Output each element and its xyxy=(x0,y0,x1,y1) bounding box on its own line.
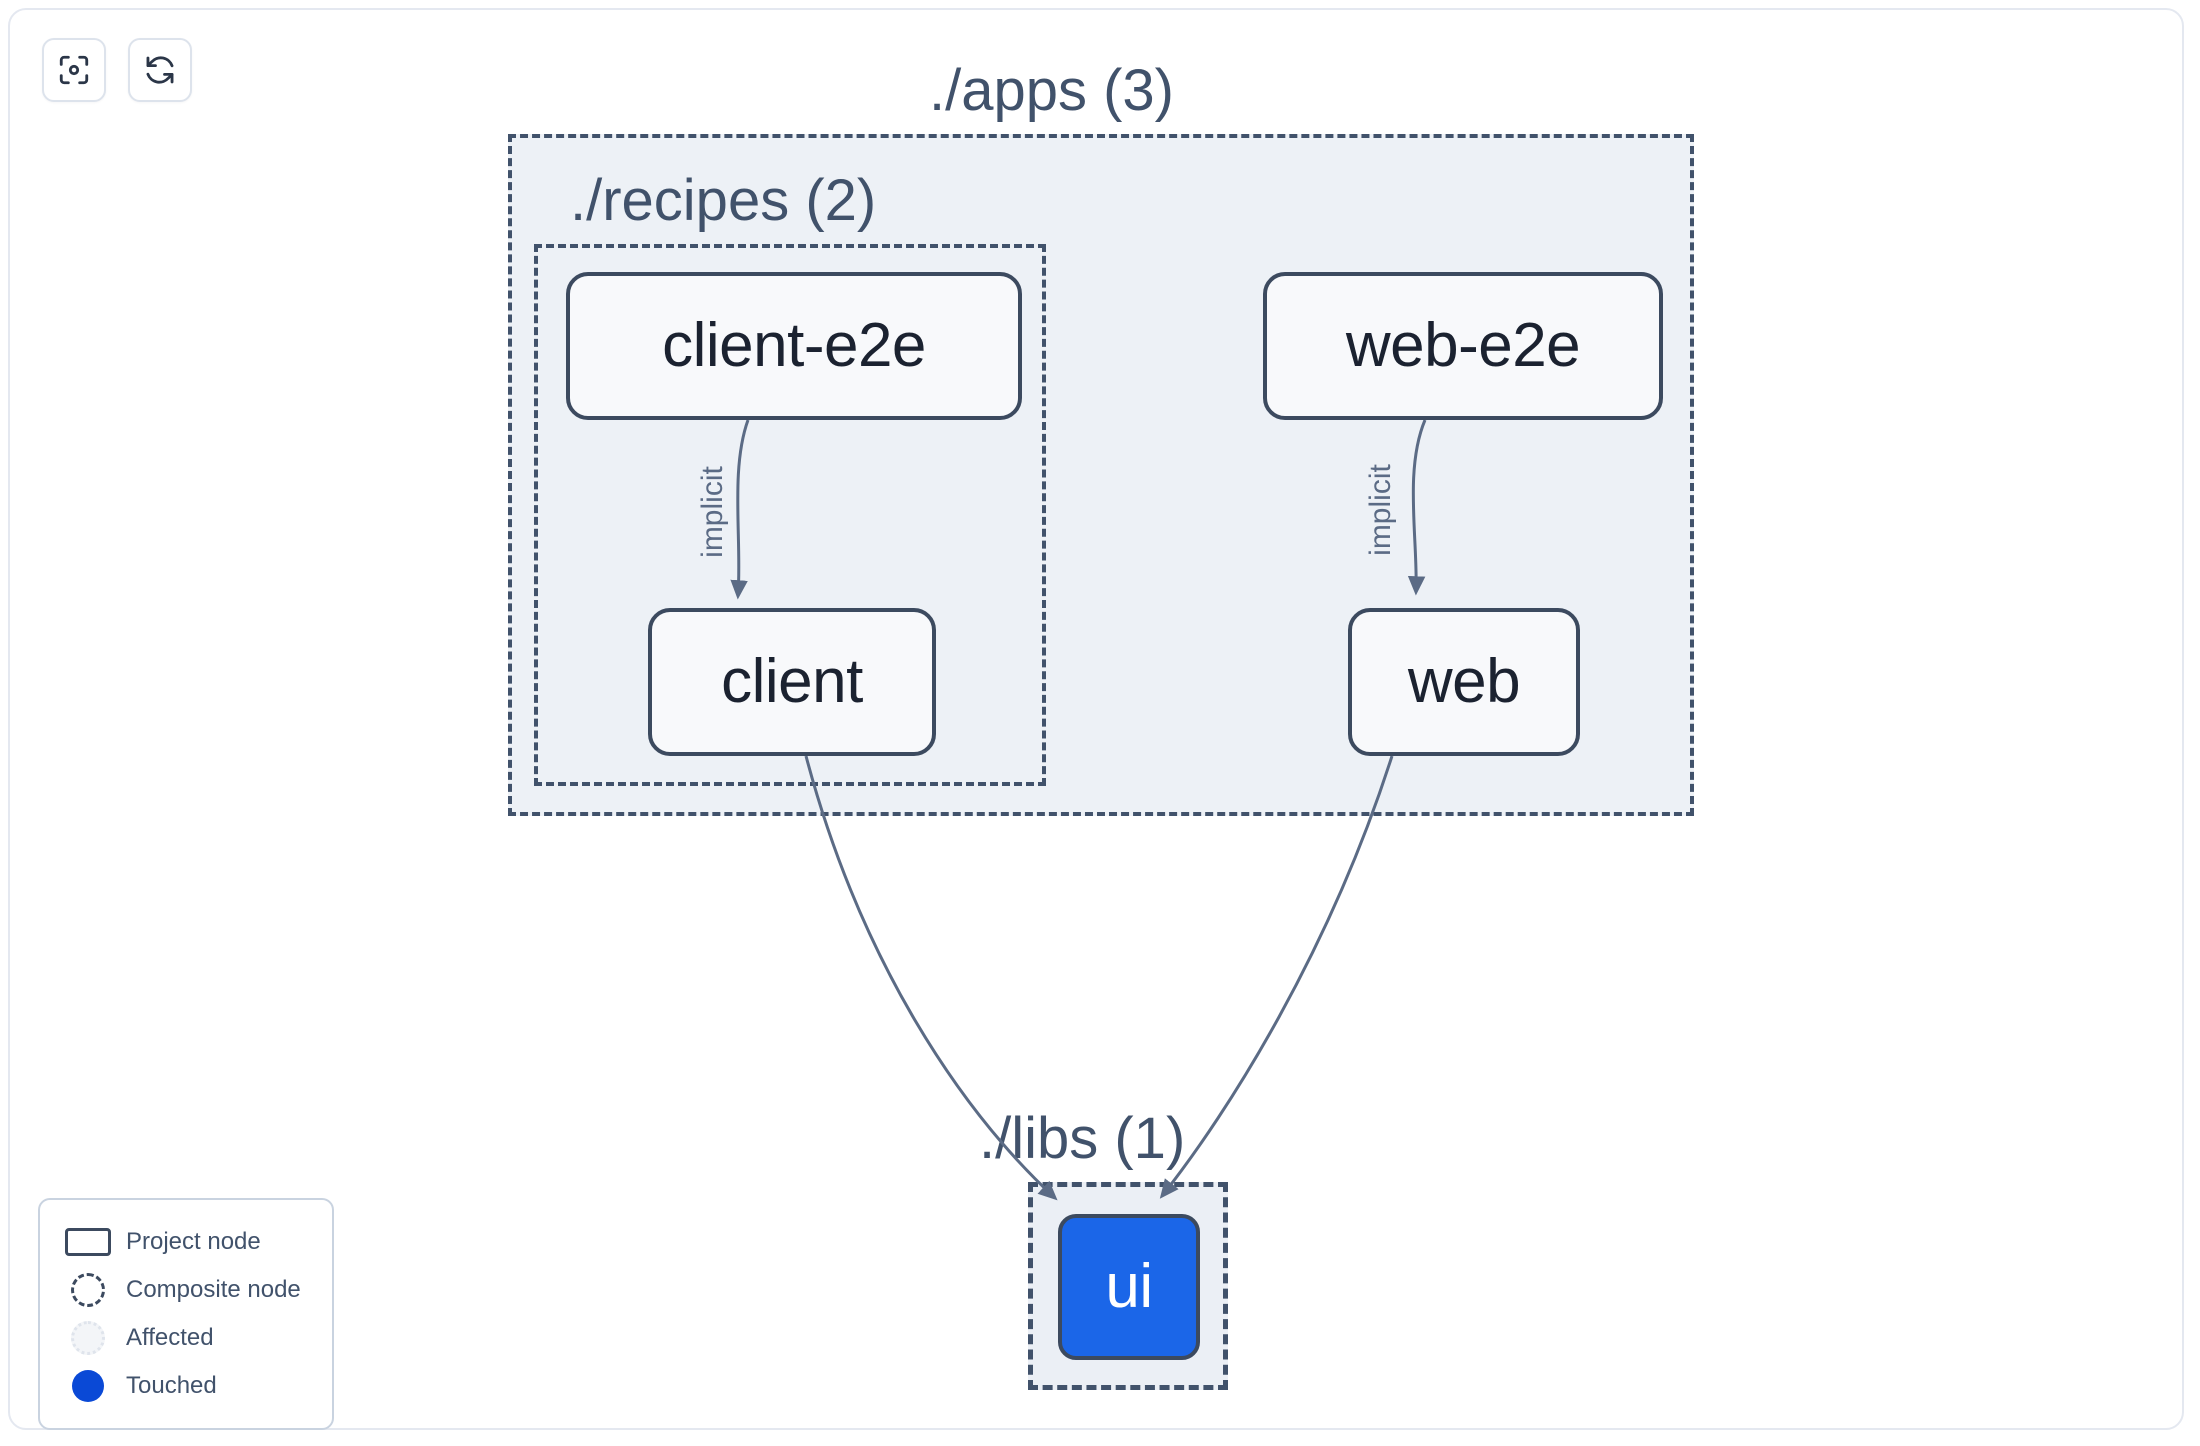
refresh-graph-button[interactable] xyxy=(128,38,192,102)
legend-item-project-node: Project node xyxy=(60,1218,312,1266)
group-label-libs: ./libs (1) xyxy=(979,1106,1186,1171)
project-node-label: ui xyxy=(1105,1252,1153,1321)
project-node-label: web xyxy=(1407,647,1521,716)
project-node-ui[interactable]: ui xyxy=(1058,1214,1200,1360)
project-node-web-e2e[interactable]: web-e2e xyxy=(1263,272,1663,420)
project-node-client-e2e[interactable]: client-e2e xyxy=(566,272,1022,420)
focus-graph-button[interactable] xyxy=(42,38,106,102)
legend-label: Affected xyxy=(126,1324,214,1351)
graph-legend: Project node Composite node Affected Tou… xyxy=(38,1198,334,1430)
legend-item-affected: Affected xyxy=(60,1314,312,1362)
viewfinder-focus-icon xyxy=(57,53,91,87)
project-node-label: client xyxy=(721,647,863,716)
project-node-web[interactable]: web xyxy=(1348,608,1580,756)
graph-toolbar xyxy=(42,38,192,102)
legend-label: Project node xyxy=(126,1228,261,1255)
edge-web-to-ui xyxy=(1159,755,1394,1199)
legend-label: Composite node xyxy=(126,1276,301,1303)
touched-swatch xyxy=(60,1370,116,1402)
project-node-client[interactable]: client xyxy=(648,608,936,756)
affected-swatch xyxy=(60,1321,116,1355)
group-label-recipes: ./recipes (2) xyxy=(570,168,877,233)
legend-item-composite-node: Composite node xyxy=(60,1266,312,1314)
project-node-label: web-e2e xyxy=(1345,311,1581,380)
project-node-label: client-e2e xyxy=(662,311,926,380)
legend-item-touched: Touched xyxy=(60,1362,312,1410)
refresh-sync-icon xyxy=(143,53,177,87)
project-node-swatch xyxy=(60,1228,116,1256)
composite-node-swatch xyxy=(60,1273,116,1307)
group-label-apps: ./apps (3) xyxy=(929,58,1174,123)
legend-label: Touched xyxy=(126,1372,217,1399)
